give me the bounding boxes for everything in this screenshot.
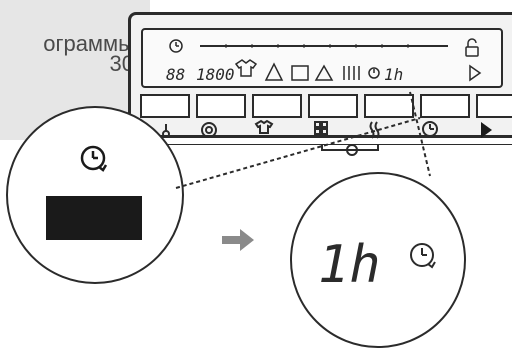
lcd-temperature-icon — [291, 65, 309, 81]
cropped-heading: ограммы 30 — [6, 34, 134, 74]
spin-button[interactable] — [196, 94, 246, 118]
callout-time-digits: 1h — [318, 235, 381, 295]
shirt-icon — [254, 119, 274, 134]
delay-timer-button[interactable] — [420, 94, 470, 118]
lcd-clock-icon — [169, 39, 183, 53]
shirt-button[interactable] — [252, 94, 302, 118]
options-button[interactable] — [308, 94, 358, 118]
lcd-steam-icon — [343, 66, 360, 80]
lcd-shirt-icon — [234, 59, 258, 77]
steam-icon — [369, 121, 380, 139]
bracket-link — [321, 144, 379, 151]
lcd-digits-speed: 1800 — [196, 65, 235, 84]
button-row — [128, 94, 512, 118]
lcd-display — [141, 28, 503, 88]
steam-button[interactable] — [364, 94, 414, 118]
lcd-delay-icon — [368, 67, 380, 79]
lcd-digits-time: 1h — [384, 65, 403, 84]
right-callout-circle — [290, 172, 466, 348]
lcd-digits-left: 88 — [166, 65, 185, 84]
temperature-button[interactable] — [140, 94, 190, 118]
callout-delay-icon — [410, 243, 436, 269]
delay-timer-icon — [422, 121, 438, 137]
lcd-warning-icon — [314, 64, 334, 81]
cropped-heading-line2: 30 — [109, 51, 134, 75]
lcd-play-icon — [469, 64, 482, 82]
options-icon — [314, 121, 328, 135]
indicator-rectangle — [46, 196, 142, 240]
lcd-dryer-icon — [264, 62, 284, 81]
child-lock-icon — [465, 38, 479, 57]
start-button[interactable] — [476, 94, 512, 118]
cropped-heading-line1: ограммы — [43, 34, 134, 56]
thermometer-icon — [162, 124, 170, 138]
left-callout-circle — [6, 106, 184, 284]
spin-icon — [201, 122, 217, 138]
play-icon — [481, 122, 492, 138]
